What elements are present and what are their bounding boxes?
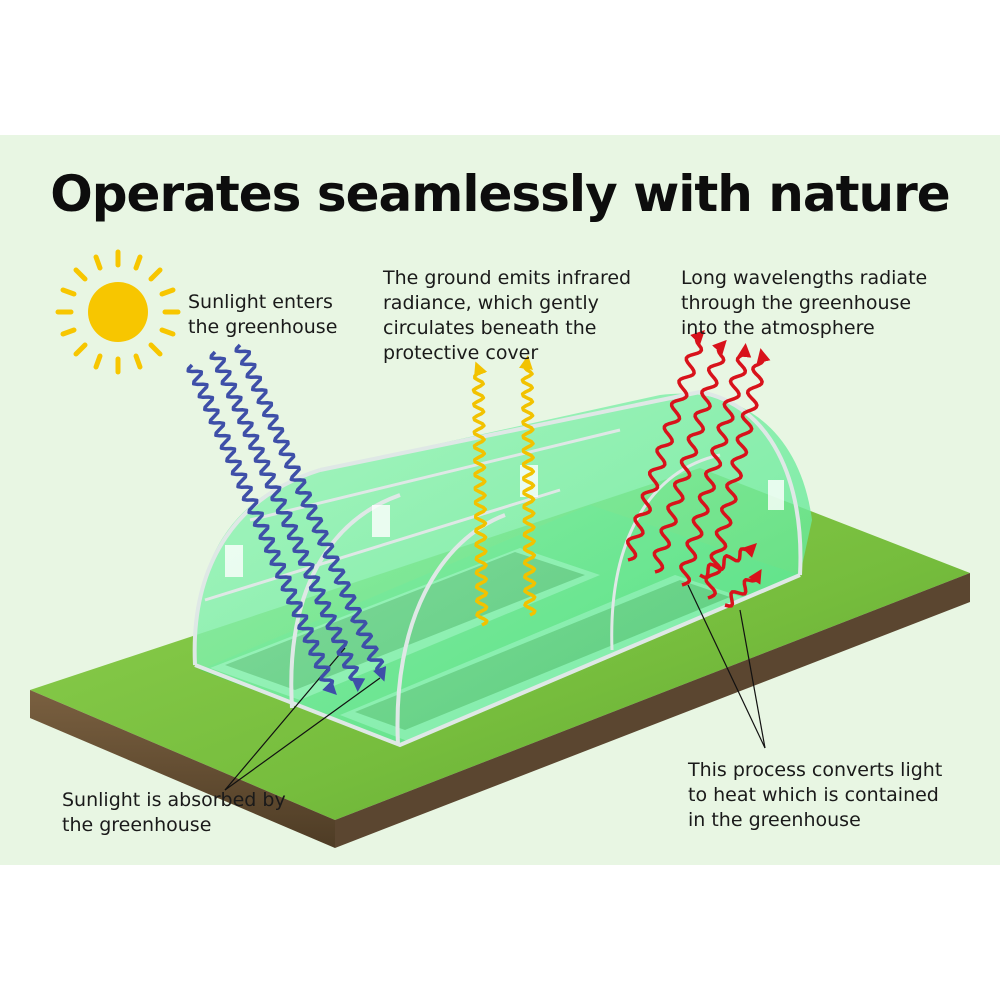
- page-title: Operates seamlessly with nature: [50, 165, 950, 223]
- infrared-wave: [471, 361, 489, 627]
- label-long-wavelengths: Long wavelengths radiate through the gre…: [681, 266, 927, 341]
- radiation-wave: [699, 543, 757, 580]
- radiation-wave: [626, 330, 705, 562]
- radiation-wave: [704, 348, 771, 600]
- radiation-wave: [724, 569, 762, 608]
- label-line: to heat which is contained: [688, 784, 939, 806]
- label-line: in the greenhouse: [688, 809, 861, 831]
- label-line: Sunlight enters: [188, 291, 333, 313]
- label-process: This process converts light to heat whic…: [688, 758, 942, 833]
- sunlight-wave: [186, 363, 337, 695]
- label-line: The ground emits infrared: [383, 267, 632, 289]
- label-line: This process converts light: [688, 759, 943, 781]
- radiation-wave: [652, 339, 727, 574]
- label-line: radiance, which gently: [383, 292, 599, 314]
- label-line: the greenhouse: [188, 316, 338, 338]
- label-line: through the greenhouse: [681, 292, 912, 314]
- infrared-wave: [519, 355, 537, 617]
- label-line: Long wavelengths radiate: [681, 267, 928, 289]
- sunlight-wave: [209, 350, 366, 692]
- label-line: protective cover: [383, 342, 539, 364]
- sun-icon: [55, 249, 181, 375]
- radiation-wave: [679, 343, 752, 587]
- label-line: the greenhouse: [62, 814, 212, 836]
- sunlight-wave: [234, 343, 387, 682]
- label-sunlight-enters: Sunlight enters the greenhouse: [188, 290, 337, 340]
- label-line: circulates beneath the: [383, 317, 597, 339]
- label-ground-emits: The ground emits infrared radiance, whic…: [383, 266, 631, 366]
- label-line: into the atmosphere: [681, 317, 875, 339]
- label-absorbed: Sunlight is absorbed by the greenhouse: [62, 788, 286, 838]
- label-line: Sunlight is absorbed by: [62, 789, 286, 811]
